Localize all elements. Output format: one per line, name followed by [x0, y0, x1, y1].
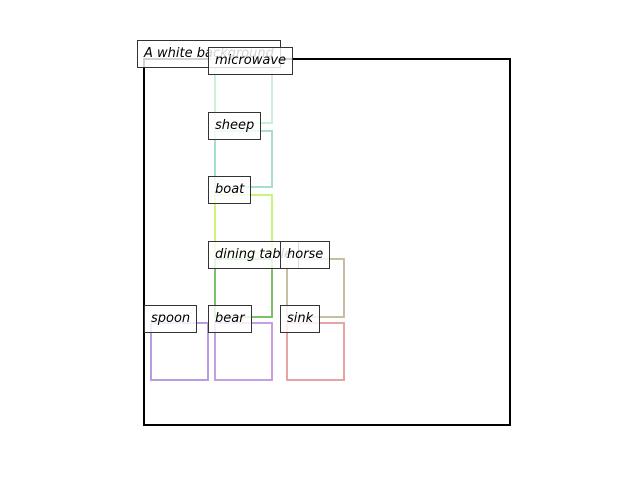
label-microwave: microwave	[208, 47, 294, 75]
label-boat: boat	[208, 176, 252, 204]
canvas-frame	[143, 58, 511, 426]
label-bear: bear	[208, 305, 252, 333]
label-spoon: spoon	[144, 305, 198, 333]
label-horse: horse	[280, 241, 331, 269]
label-sink: sink	[280, 305, 321, 333]
label-sheep: sheep	[208, 112, 262, 140]
